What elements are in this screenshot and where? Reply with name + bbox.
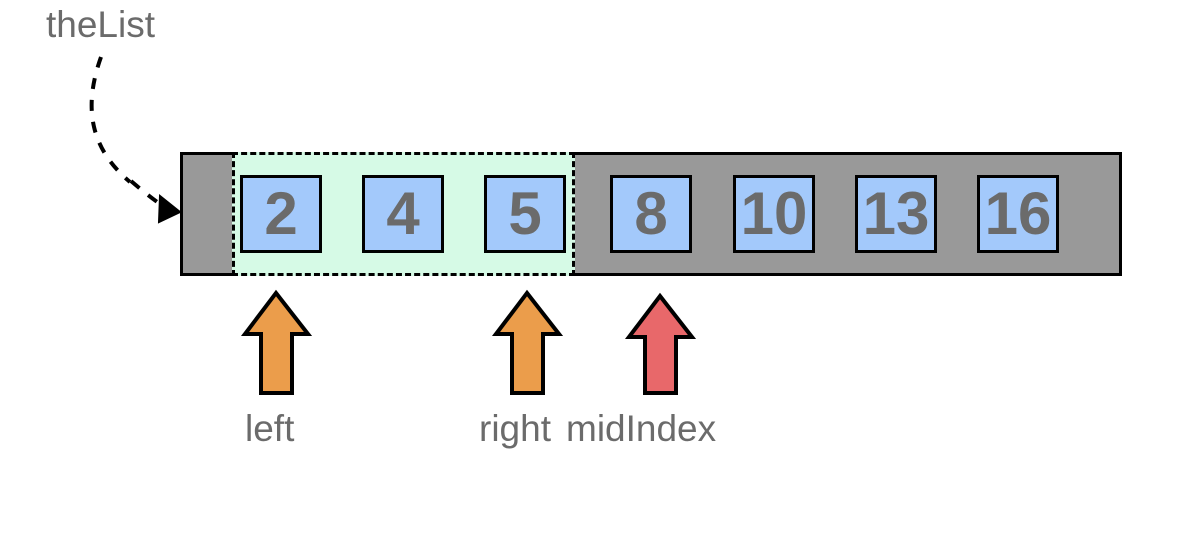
- cell-value: 2: [264, 180, 298, 247]
- list-cell-6[interactable]: 16: [977, 175, 1059, 253]
- right-pointer-arrow: [491, 289, 564, 395]
- curved-dashed-arrow-head: [157, 193, 182, 224]
- list-cell-3[interactable]: 8: [610, 175, 692, 253]
- list-cell-1[interactable]: 4: [362, 175, 444, 253]
- left-pointer-label: left: [245, 408, 295, 449]
- cell-value: 8: [634, 180, 668, 247]
- list-cell-2[interactable]: 5: [484, 175, 566, 253]
- cell-value: 10: [740, 180, 808, 247]
- list-cell-4[interactable]: 10: [733, 175, 815, 253]
- cell-value: 4: [386, 180, 420, 247]
- curved-dashed-arrow-line-tail: [129, 179, 172, 213]
- list-name-label: theList: [46, 4, 156, 45]
- list-cell-0[interactable]: 2: [240, 175, 322, 253]
- midindex-pointer-label: midIndex: [566, 408, 717, 449]
- midindex-pointer-arrow: [624, 292, 697, 395]
- right-pointer-label: right: [479, 408, 551, 449]
- cell-value: 5: [508, 180, 542, 247]
- cell-value: 16: [984, 180, 1052, 247]
- list-cell-5[interactable]: 13: [855, 175, 937, 253]
- curved-dashed-arrow-line: [89, 56, 132, 184]
- left-pointer-arrow: [240, 289, 313, 395]
- cell-value: 13: [862, 180, 930, 247]
